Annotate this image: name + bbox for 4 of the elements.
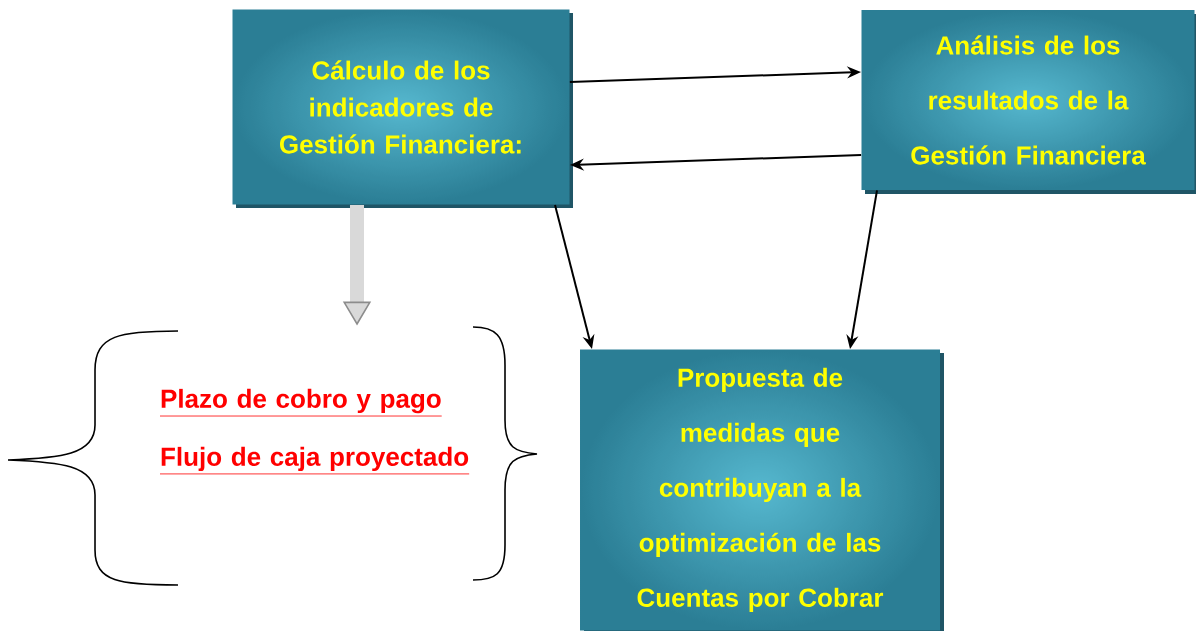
process-box: Cálculo de los indicadores de Gestión Financiera:: [232, 9, 573, 208]
process-box: Análisis de los resultados de la Gestión Financiera: [861, 10, 1196, 194]
process-box: Propuesta de medidas que contribuyan a la optimización de las Cuentas por Cobrar: [580, 349, 944, 631]
text-block: Plazo de cobro y pago Flujo de caja proyectado: [159, 388, 470, 475]
